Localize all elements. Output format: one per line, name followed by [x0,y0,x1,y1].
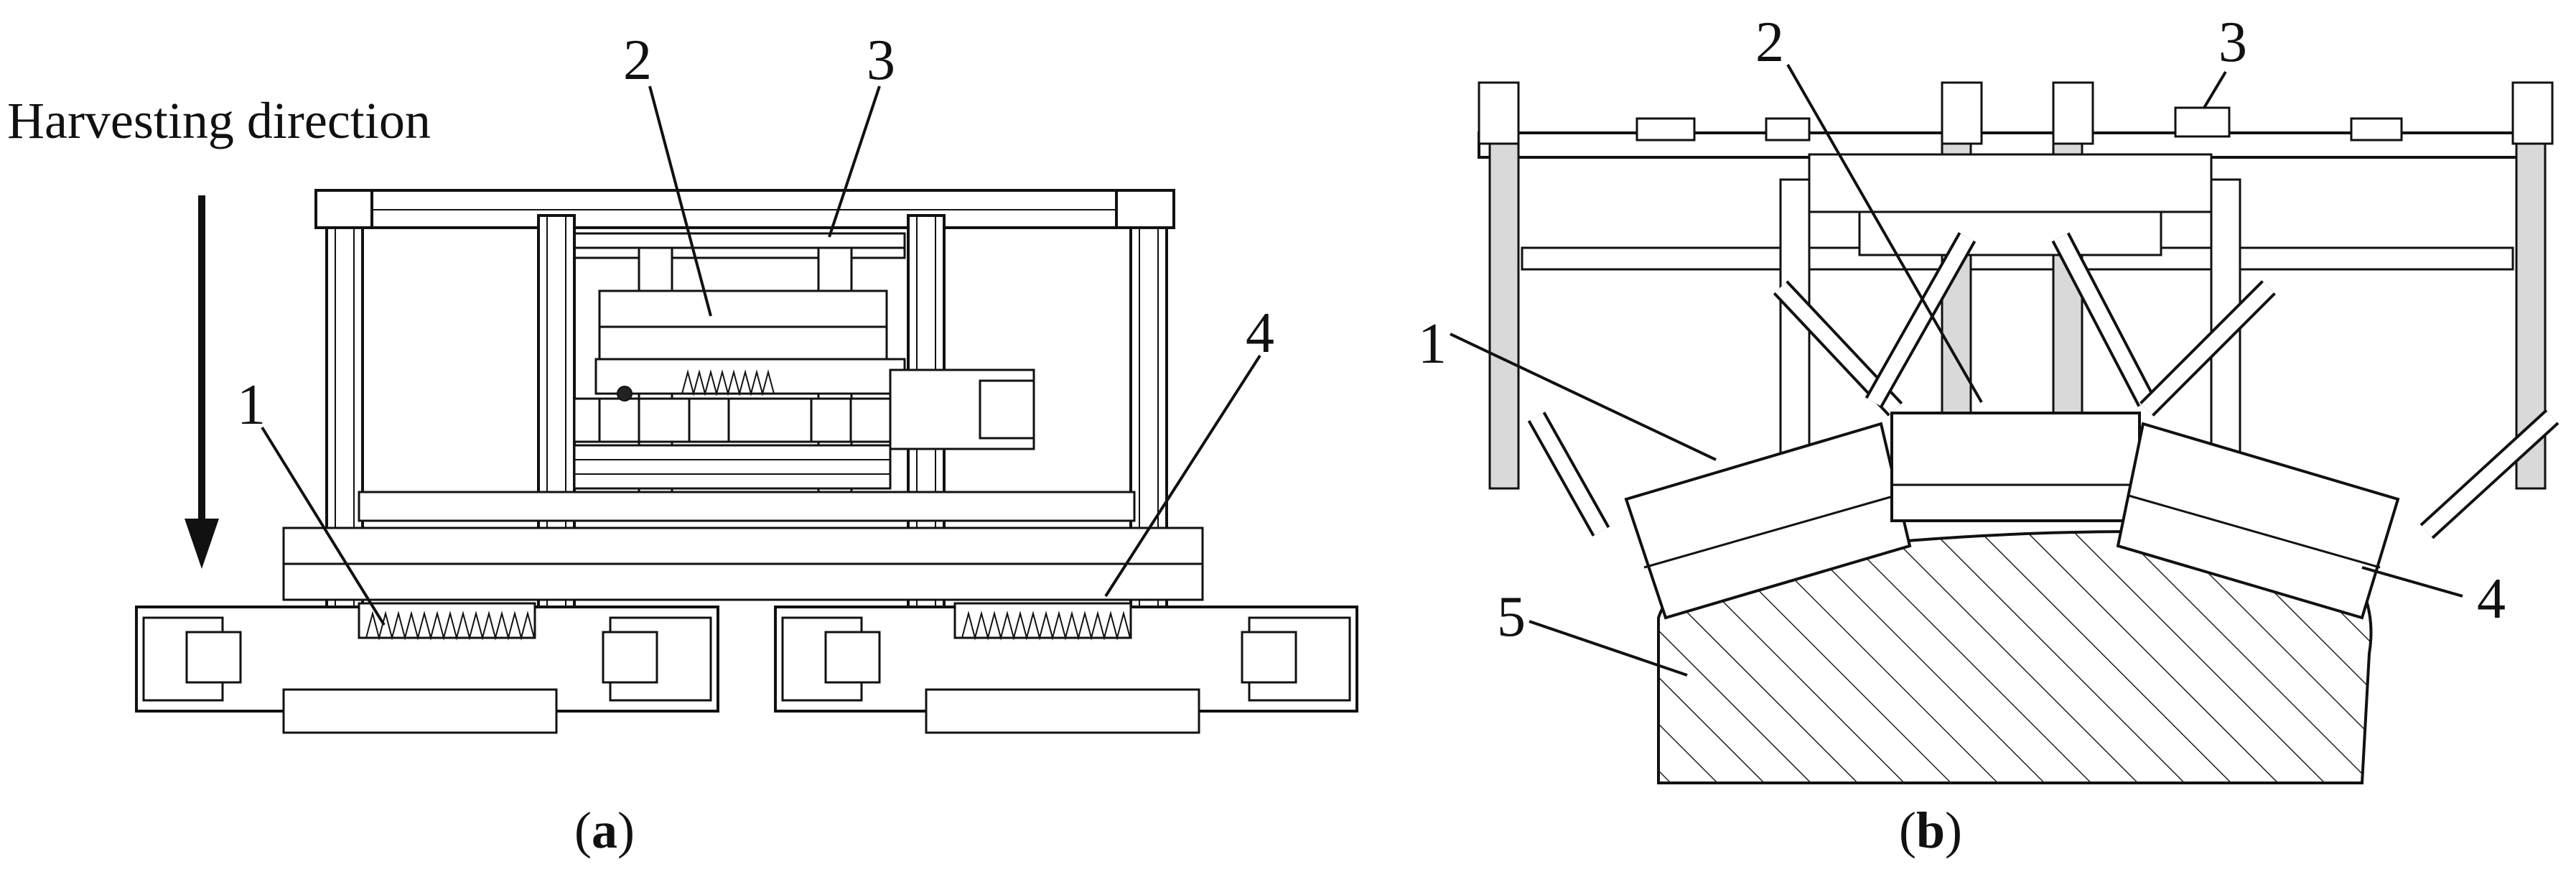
callout-leaders-a [261,85,1261,626]
machine-frame-a [282,189,1204,682]
caption-b: (b) [1899,802,1962,859]
panel-b: 1 2 3 4 5 (b) [1418,11,2559,859]
callout-a-2: 2 [623,29,652,92]
callout-a-1: 1 [237,374,266,437]
cutter-unit-right [774,602,1358,734]
panel-a: Harvesting direction [7,29,1358,859]
callout-a-4: 4 [1246,302,1274,365]
cutter-unit-left [135,602,719,734]
callout-a-3: 3 [867,29,895,92]
callout-b-4: 4 [2477,567,2506,631]
caption-a: (a) [574,802,635,859]
cutter-plates-b [1624,412,2400,620]
callout-b-1: 1 [1418,312,1447,376]
callout-leaders-b [1450,64,2463,677]
harvesting-direction-label: Harvesting direction [7,92,431,149]
callout-b-3: 3 [2218,11,2247,74]
harvesting-direction-arrow [185,195,219,569]
callout-b-2: 2 [1755,11,1784,74]
linkage-arms-b [1527,232,2559,539]
callout-b-5: 5 [1497,585,1526,649]
